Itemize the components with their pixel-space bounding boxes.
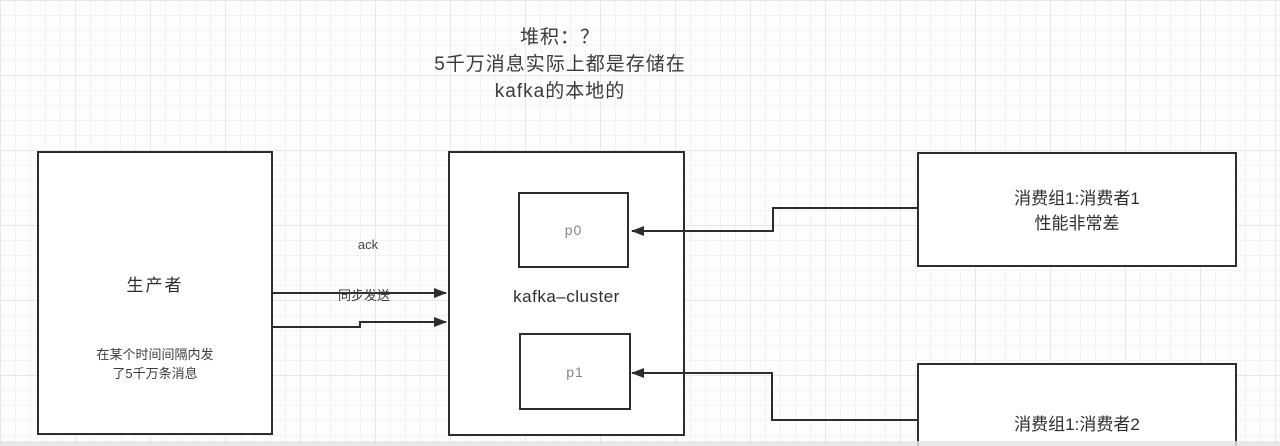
consumer2-label: 消费组1:消费者2 <box>1014 415 1140 434</box>
edge-consumer2-to-p1[interactable] <box>631 368 917 421</box>
edge-consumer1-to-p0[interactable] <box>631 207 917 236</box>
node-consumer1[interactable]: 消费组1:消费者1 性能非常差 <box>917 152 1237 267</box>
producer-note-line-1: 在某个时间间隔内发 <box>96 347 214 362</box>
kafka-cluster-label: kafka–cluster <box>513 287 620 306</box>
node-consumer2[interactable]: 消费组1:消费者2 <box>917 363 1237 446</box>
consumer1-line-1: 消费组1:消费者1 <box>1014 189 1140 208</box>
node-producer[interactable]: 生产者 在某个时间间隔内发 了5千万条消息 <box>37 151 273 435</box>
edge-label-sync-send: 同步发送 <box>337 288 390 303</box>
consumer1-line-2: 性能非常差 <box>1034 214 1120 233</box>
node-partition-p0[interactable]: p0 <box>518 192 629 268</box>
consumer1-label: 消费组1:消费者1 性能非常差 <box>919 186 1235 236</box>
partition-p0-label: p0 <box>564 222 583 238</box>
canvas-bottom-edge <box>0 441 1280 446</box>
partition-p1-label: p1 <box>566 363 584 380</box>
title-line-3: kafka的本地的 <box>494 81 626 102</box>
producer-note: 在某个时间间隔内发 了5千万条消息 <box>39 345 271 383</box>
node-kafka-cluster[interactable]: p0 kafka–cluster p1 <box>448 151 685 436</box>
diagram-title: 堆积：？ 5千万消息实际上都是存储在 kafka的本地的 <box>380 24 740 105</box>
edge-label-ack: ack <box>357 237 379 252</box>
node-partition-p1[interactable]: p1 <box>519 333 631 410</box>
producer-note-line-2: 了5千万条消息 <box>112 366 198 381</box>
producer-label: 生产者 <box>126 276 184 295</box>
title-line-1: 堆积：？ <box>519 27 600 48</box>
edge-producer-second-send[interactable] <box>273 317 447 328</box>
title-line-2: 5千万消息实际上都是存储在 <box>434 54 686 75</box>
